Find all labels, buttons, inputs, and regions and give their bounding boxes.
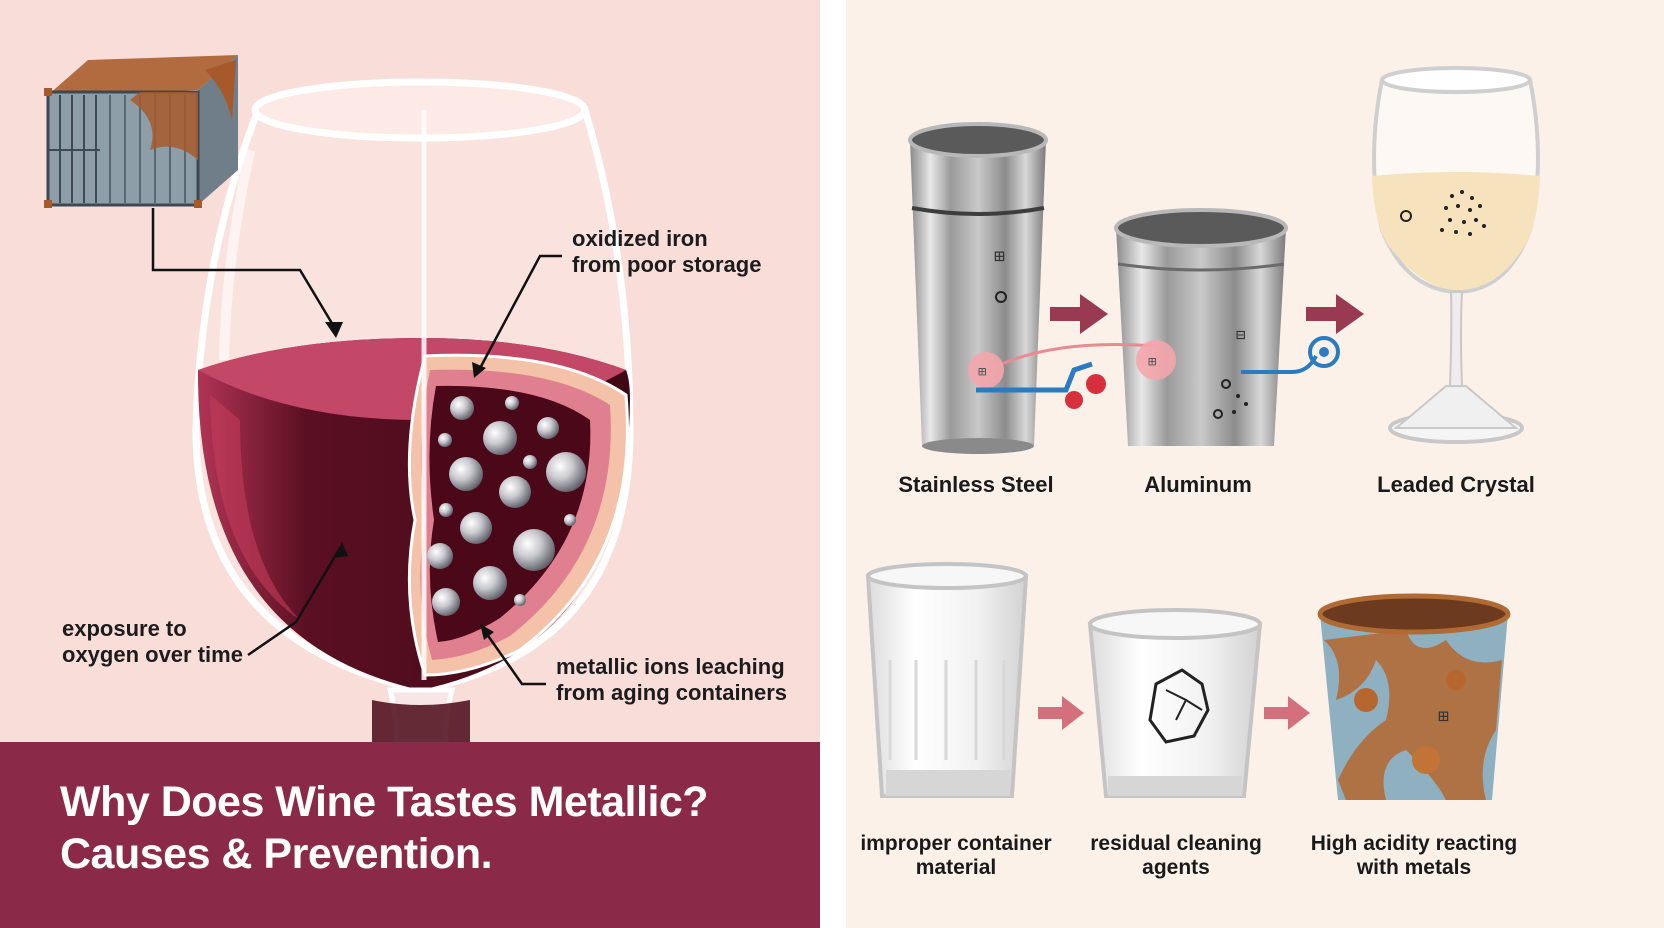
cause-text: High acidity reacting — [1310, 832, 1518, 855]
rusty-container-icon — [44, 55, 238, 208]
arrow-right-icon — [1264, 696, 1310, 730]
annotation-metallic-ions: metallic ions leaching from aging contai… — [556, 654, 787, 706]
annotation-text: from poor storage — [572, 252, 762, 277]
cause-improper-container: improper container material — [846, 832, 1076, 880]
cause-high-acidity: High acidity reacting with metals — [1294, 832, 1534, 880]
svg-text:⊞: ⊞ — [994, 246, 1005, 267]
leaded-crystal-glass-icon — [1372, 66, 1540, 444]
annotation-text: from aging containers — [556, 680, 788, 705]
annotation-text: metallic ions leaching — [556, 654, 785, 679]
cause-text: agents — [1142, 856, 1210, 879]
svg-text:⊞: ⊞ — [1438, 706, 1449, 727]
annotation-oxidized-iron: oxidized iron from poor storage — [572, 226, 761, 278]
glass-residue-icon — [1087, 608, 1263, 798]
page-title: Why Does Wine Tastes Metallic? Causes & … — [60, 776, 800, 880]
materials-illustration: ⊞ ⊟ ⊞ ⊞ — [865, 66, 1540, 800]
annotation-text: exposure to — [62, 616, 187, 641]
annotation-oxygen-exposure: exposure to oxygen over time — [62, 616, 243, 668]
arrow-right-icon — [1050, 294, 1108, 334]
material-label-stainless-steel: Stainless Steel — [898, 472, 1054, 497]
cause-text: improper container — [860, 832, 1052, 855]
wine-glass-illustration — [44, 55, 634, 745]
stainless-steel-cup-icon: ⊞ — [908, 122, 1048, 454]
cause-text: residual cleaning — [1090, 832, 1262, 855]
svg-text:⊞: ⊞ — [978, 364, 987, 380]
cause-residual-cleaning: residual cleaning agents — [1056, 832, 1296, 880]
right-panel: ⊞ ⊟ ⊞ ⊞ — [846, 0, 1664, 928]
svg-text:⊟: ⊟ — [1236, 325, 1246, 344]
glass-tumbler-icon — [865, 562, 1029, 798]
metal-bubbles — [427, 396, 586, 616]
aluminum-cup-icon: ⊟ — [1114, 208, 1288, 446]
material-label-leaded-crystal: Leaded Crystal — [1377, 472, 1535, 497]
annotation-text: oxidized iron — [572, 226, 708, 251]
cause-text: material — [915, 856, 997, 879]
title-line: Causes & Prevention. — [60, 830, 493, 878]
arrow-right-icon — [1306, 294, 1364, 334]
left-panel: oxidized iron from poor storage exposure… — [0, 0, 820, 928]
arrow-right-icon — [1038, 696, 1084, 730]
rusty-metal-cup-icon: ⊞ — [1317, 593, 1511, 800]
cause-text: with metals — [1356, 856, 1472, 879]
annotation-text: oxygen over time — [62, 642, 243, 667]
title-banner — [0, 742, 820, 928]
panel-divider — [820, 0, 846, 928]
svg-text:⊞: ⊞ — [1148, 354, 1157, 370]
title-line: Why Does Wine Tastes Metallic? — [60, 778, 709, 826]
material-label-aluminum: Aluminum — [1144, 472, 1252, 497]
